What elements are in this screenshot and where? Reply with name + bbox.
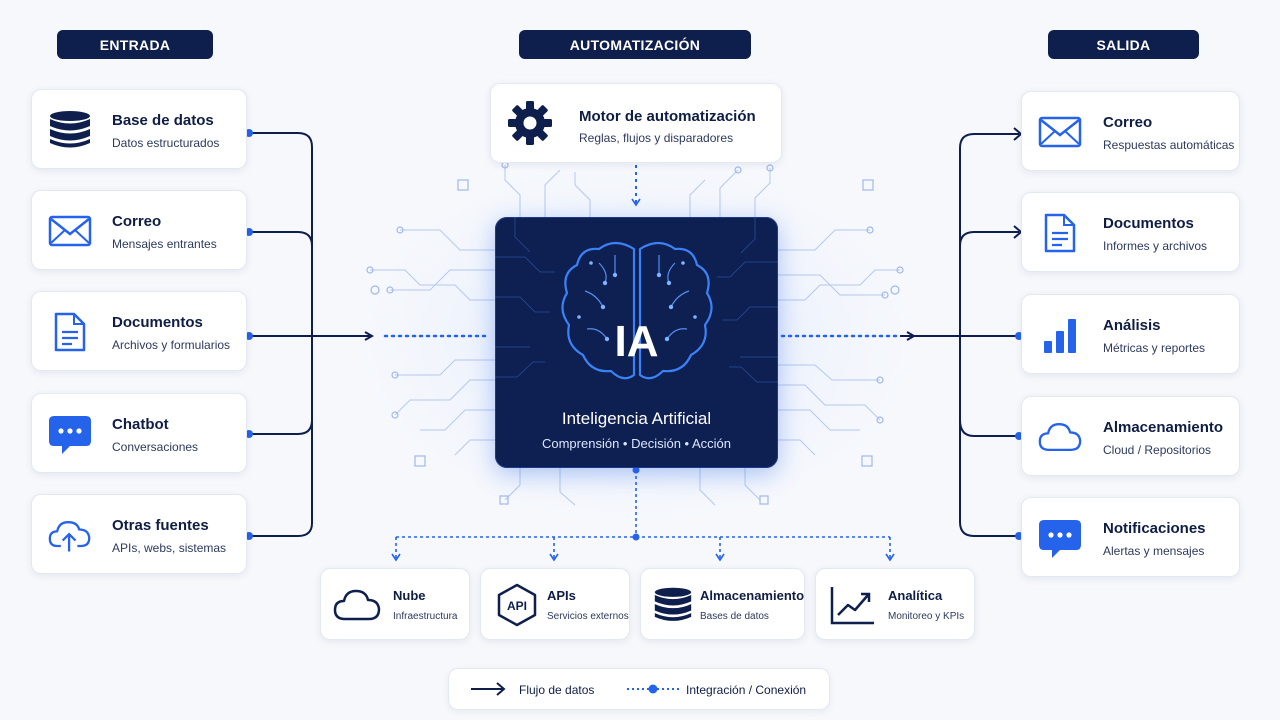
cloud-icon [1038, 423, 1082, 451]
integration-link-dots [632, 466, 640, 541]
output-card-analysis[interactable]: Análisis Métricas y reportes [1021, 294, 1240, 374]
section-automation-label: AUTOMATIZACIÓN [519, 30, 751, 59]
card-subtitle: Mensajes entrantes [112, 237, 217, 251]
output-bus [900, 133, 1019, 537]
output-bus-arrows [1013, 127, 1023, 239]
integration-dotted-icon [627, 684, 679, 694]
card-title: Notificaciones [1103, 520, 1206, 537]
card-subtitle: APIs, webs, sistemas [112, 541, 227, 555]
card-subtitle: Servicios externos [547, 611, 629, 622]
card-subtitle: Respuestas automáticas [1103, 138, 1235, 152]
engine-subtitle: Reglas, flujos y disparadores [579, 131, 734, 145]
card-subtitle: Monitoreo y KPIs [888, 611, 965, 622]
card-title: Análisis [1103, 317, 1161, 334]
legend: Flujo de datos Integración / Conexión [448, 668, 830, 710]
section-output-label: SALIDA [1048, 30, 1199, 59]
card-title: Base de datos [112, 112, 214, 129]
output-card-documents[interactable]: Documentos Informes y archivos [1021, 192, 1240, 272]
ai-core[interactable]: IA Inteligencia Artificial Comprensión •… [495, 217, 778, 468]
integration-card-storage[interactable]: Almacenamiento Bases de datos [640, 568, 805, 640]
chat-icon [1039, 520, 1081, 558]
ai-core-name: Inteligencia Artificial [561, 409, 712, 428]
input-card-database[interactable]: Base de datos Datos estructurados [31, 89, 247, 169]
output-card-mail[interactable]: Correo Respuestas automáticas [1021, 91, 1240, 171]
card-subtitle: Cloud / Repositorios [1103, 443, 1212, 457]
legend-integration: Integración / Conexión [686, 683, 807, 697]
ai-core-tagline: Comprensión • Decisión • Acción [541, 436, 732, 451]
section-input-label: ENTRADA [57, 30, 213, 59]
card-subtitle: Datos estructurados [112, 136, 220, 150]
output-card-notifications[interactable]: Notificaciones Alertas y mensajes [1021, 497, 1240, 577]
card-title: Almacenamiento [700, 588, 805, 603]
mail-icon [48, 215, 92, 247]
database-icon [654, 587, 692, 621]
chat-icon [49, 416, 91, 454]
mail-icon [1038, 116, 1082, 148]
card-subtitle: Informes y archivos [1103, 239, 1208, 253]
brain-circuit-icon [495, 217, 778, 383]
card-title: Chatbot [112, 416, 169, 433]
document-icon [1044, 213, 1076, 253]
circuit-decoration [370, 165, 900, 506]
legend-data-flow: Flujo de datos [519, 683, 595, 697]
input-bus [249, 132, 372, 537]
input-card-other-sources[interactable]: Otras fuentes APIs, webs, sistemas [31, 494, 247, 574]
card-subtitle: Archivos y formularios [112, 338, 231, 352]
card-title: Correo [112, 213, 162, 230]
input-card-mail[interactable]: Correo Mensajes entrantes [31, 190, 247, 270]
input-card-chatbot[interactable]: Chatbot Conversaciones [31, 393, 247, 473]
card-title: Correo [1103, 114, 1153, 131]
bar-chart-icon [1044, 319, 1076, 353]
integration-card-cloud[interactable]: Nube Infraestructura [320, 568, 470, 640]
integration-card-apis[interactable]: API APIs Servicios externos [480, 568, 630, 640]
card-title: APIs [547, 588, 576, 603]
card-title: Almacenamiento [1103, 419, 1224, 436]
api-hexagon-icon: API [497, 583, 537, 627]
integration-links [391, 470, 895, 562]
card-title: Nube [393, 588, 426, 603]
line-chart-icon [830, 587, 874, 625]
data-flow-arrow-icon [471, 682, 506, 696]
card-title: Documentos [1103, 215, 1194, 232]
ai-core-label: IA [614, 317, 659, 366]
card-subtitle: Conversaciones [112, 440, 199, 454]
card-subtitle: Alertas y mensajes [1103, 544, 1205, 558]
api-icon-text: API [507, 599, 527, 613]
cloud-upload-icon [48, 521, 91, 552]
gear-icon [508, 101, 552, 145]
output-card-storage[interactable]: Almacenamiento Cloud / Repositorios [1021, 396, 1240, 476]
engine-title: Motor de automatización [579, 108, 756, 125]
card-subtitle: Infraestructura [393, 611, 458, 622]
card-title: Analítica [888, 588, 943, 603]
document-icon [54, 312, 86, 352]
cloud-icon [333, 589, 381, 621]
circuit-nodes [366, 161, 904, 505]
automation-engine-card[interactable]: Motor de automatización Reglas, flujos y… [490, 83, 782, 163]
card-title: Documentos [112, 314, 203, 331]
integration-card-analytics[interactable]: Analítica Monitoreo y KPIs [815, 568, 975, 640]
card-title: Otras fuentes [112, 517, 209, 534]
database-icon [50, 111, 90, 148]
card-subtitle: Métricas y reportes [1103, 341, 1206, 355]
card-subtitle: Bases de datos [700, 611, 769, 622]
input-bus-dots [245, 129, 253, 540]
input-card-documents[interactable]: Documentos Archivos y formularios [31, 291, 247, 371]
